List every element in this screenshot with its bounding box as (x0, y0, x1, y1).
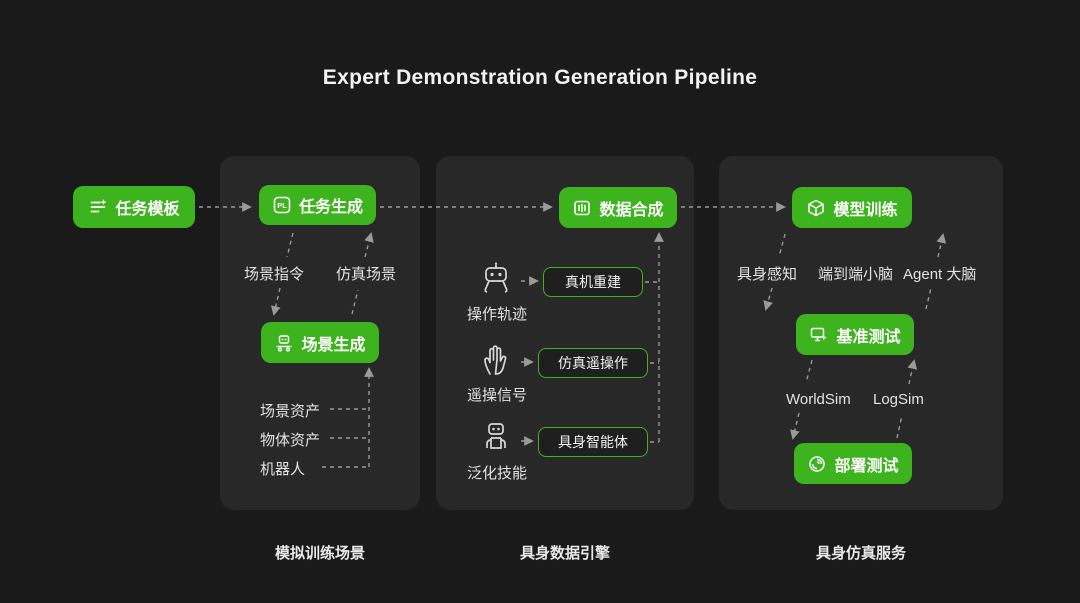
robot-label: 机器人 (260, 461, 306, 478)
pl-file-icon: PL (273, 196, 291, 214)
embodied-perception-label: 具身感知 (737, 266, 798, 283)
scene-generation-label: 场景生成 (301, 336, 366, 354)
caption-embodied-sim-service: 具身仿真服务 (815, 545, 906, 562)
deploy-test-label: 部署测试 (834, 457, 899, 475)
robot-conveyor-icon (276, 334, 292, 352)
sim-scene-label: 仿真场景 (336, 266, 397, 283)
end-to-end-cerebellum-label: 端到端小脑 (818, 266, 894, 283)
robot-head-icon (484, 262, 508, 293)
embodied-agent-label: 具身智能体 (558, 434, 628, 450)
monitor-cursor-icon (811, 327, 828, 341)
agent-brain-label: Agent 大脑 (903, 266, 977, 283)
task-template-icon (91, 199, 107, 213)
object-assets-label: 物体资产 (260, 432, 321, 449)
globe-swirl-icon (809, 455, 826, 472)
caption-simulation-training-scene: 模拟训练场景 (274, 545, 365, 562)
real-machine-reconstruction-label: 真机重建 (565, 274, 621, 290)
benchmark-test-button[interactable]: 基准测试 (796, 314, 914, 355)
teleoperation-signal-label: 遥操信号 (466, 387, 527, 404)
deploy-test-button[interactable]: 部署测试 (794, 443, 912, 484)
worldsim-label: WorldSim (786, 391, 851, 408)
embodied-agent-button[interactable]: 具身智能体 (538, 427, 648, 457)
generalization-skill-label: 泛化技能 (466, 465, 527, 482)
caption-embodied-data-engine: 具身数据引擎 (519, 545, 610, 562)
benchmark-test-label: 基准测试 (836, 328, 901, 346)
scene-assets-label: 场景资产 (260, 403, 321, 420)
humanoid-robot-icon (486, 423, 506, 449)
real-machine-reconstruction-button[interactable]: 真机重建 (543, 267, 643, 297)
task-template-button[interactable]: 任务模板 (73, 186, 195, 228)
manipulation-trajectory-label: 操作轨迹 (466, 306, 527, 323)
data-synthesis-button[interactable]: 数据合成 (559, 187, 677, 228)
model-training-button[interactable]: 模型训练 (792, 187, 912, 228)
data-synthesis-label: 数据合成 (599, 201, 664, 219)
glove-icon (484, 345, 507, 375)
logsim-label: LogSim (873, 391, 924, 408)
task-generation-label: 任务生成 (298, 199, 363, 216)
task-template-label: 任务模板 (115, 201, 180, 218)
sim-teleoperation-label: 仿真遥操作 (558, 355, 628, 371)
scene-generation-button[interactable]: 场景生成 (261, 322, 379, 363)
cube-icon (808, 199, 825, 216)
page-title: Expert Demonstration Generation Pipeline (322, 66, 758, 89)
svg-text:PL: PL (277, 201, 287, 210)
model-training-label: 模型训练 (833, 201, 898, 219)
data-bars-icon (574, 200, 591, 215)
scene-instruction-label: 场景指令 (244, 266, 305, 283)
sim-teleoperation-button[interactable]: 仿真遥操作 (538, 348, 648, 378)
task-generation-button[interactable]: PL 任务生成 (259, 185, 376, 225)
